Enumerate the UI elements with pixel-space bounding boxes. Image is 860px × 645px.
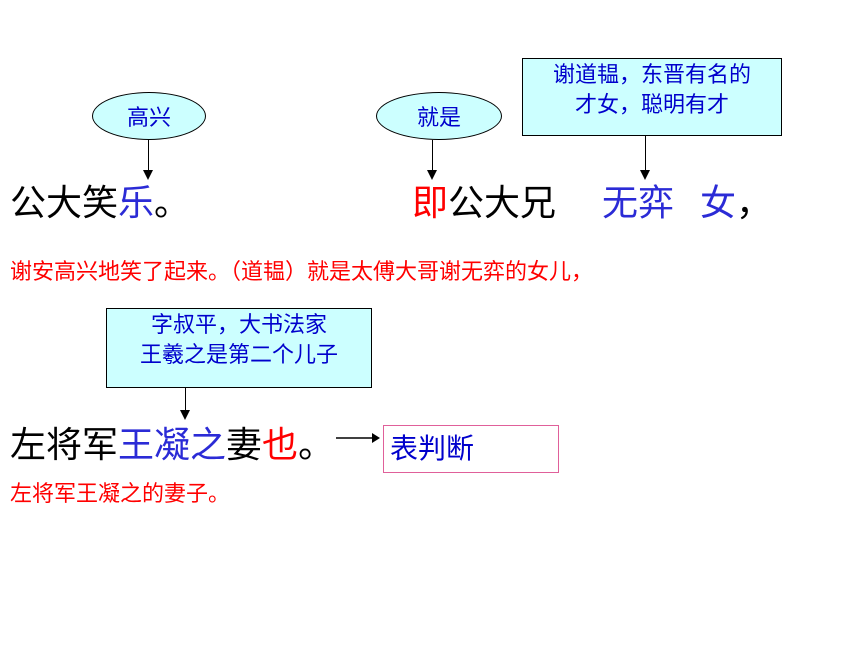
translation-line2: 左将军王凝之的妻子。 bbox=[10, 482, 231, 507]
note-jiushi-text: 就是 bbox=[416, 106, 461, 131]
text-comma1: ， bbox=[736, 183, 773, 224]
text-period2: 。 bbox=[298, 425, 335, 466]
judge-box: 表判断 bbox=[383, 425, 559, 473]
note-shuping-line1: 字叔平，大书法家 bbox=[150, 313, 327, 338]
arrow-daoyun-line bbox=[645, 136, 646, 172]
text-ye: 也 bbox=[262, 425, 299, 466]
note-shuping-line2: 王羲之是第二个儿子 bbox=[139, 343, 338, 368]
sentence-line1-right: 即公大兄 bbox=[412, 182, 556, 226]
text-le: 乐 bbox=[118, 183, 155, 224]
note-gaoxing-text: 高兴 bbox=[126, 106, 171, 131]
note-daoyun-line1: 谢道韫，东晋有名的 bbox=[552, 63, 751, 88]
note-daoyun: 谢道韫，东晋有名的 才女，聪明有才 bbox=[522, 58, 782, 136]
translation-line1: 谢安高兴地笑了起来。（道韫）就是太傅大哥谢无弈的女儿， bbox=[10, 260, 594, 285]
arrow-jiushi-line bbox=[432, 140, 433, 172]
arrow-shuping-head bbox=[180, 410, 190, 420]
text-wuyi: 无弈 bbox=[602, 183, 675, 224]
arrow-gaoxing-head bbox=[143, 170, 153, 180]
note-jiushi: 就是 bbox=[376, 92, 502, 140]
sentence-nv: 女， bbox=[700, 182, 772, 226]
sentence-line2: 左将军王凝之妻也。 bbox=[10, 424, 334, 468]
note-shuping: 字叔平，大书法家 王羲之是第二个儿子 bbox=[106, 308, 372, 388]
arrow-to-judge bbox=[336, 433, 380, 443]
note-gaoxing: 高兴 bbox=[92, 92, 206, 140]
note-daoyun-line2: 才女，聪明有才 bbox=[574, 93, 729, 118]
arrow-jiushi-head bbox=[427, 170, 437, 180]
judge-label: 表判断 bbox=[390, 432, 475, 465]
text-gongdaxiong: 公大兄 bbox=[448, 183, 557, 224]
text-qi: 妻 bbox=[226, 425, 263, 466]
text-wangningzhi: 王凝之 bbox=[118, 425, 227, 466]
text-ji: 即 bbox=[412, 183, 449, 224]
text-period1: 。 bbox=[154, 183, 191, 224]
arrow-daoyun-head bbox=[640, 170, 650, 180]
text-zuojiangjun: 左将军 bbox=[10, 425, 119, 466]
arrow-gaoxing-line bbox=[148, 140, 149, 172]
sentence-line1-left: 公大笑乐。 bbox=[10, 182, 190, 226]
arrow-shuping-line bbox=[185, 388, 186, 412]
text-gongdaxiao: 公大笑 bbox=[10, 183, 119, 224]
text-nv: 女 bbox=[700, 183, 737, 224]
